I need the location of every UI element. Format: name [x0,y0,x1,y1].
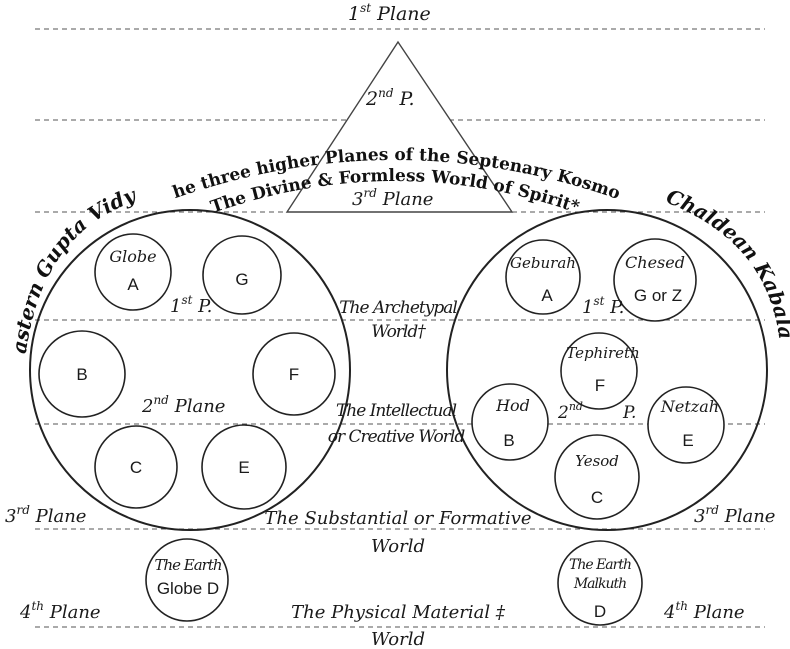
svg-text:A: A [541,286,553,305]
svg-text:E: E [238,458,249,477]
svg-text:B: B [503,431,514,450]
substantial-world-line1: The Substantial or Formative [264,508,531,529]
right-first-plane-label: 1st P. [582,294,624,318]
globe-e: E [201,424,287,510]
svg-text:Geburah: Geburah [510,254,576,272]
svg-text:The Earth: The Earth [569,557,631,573]
physical-world-line2: World [371,629,425,649]
svg-text:D: D [594,602,606,621]
third-plane-left-label: 3rd Plane [5,503,86,527]
sephirah-hod: Hod B [471,383,549,461]
sephirah-chesed: Chesed G or Z [613,238,697,322]
svg-text:F: F [595,376,605,395]
svg-text:G or Z: G or Z [634,286,682,305]
globe-f: F [252,332,336,416]
svg-text:G: G [235,270,248,289]
svg-text:Netzah: Netzah [660,397,719,416]
second-plane-triangle-label: 2nd P. [365,86,415,110]
sephirah-netzah: Netzah E [647,386,725,464]
physical-world-line1: The Physical Material ‡ [291,602,506,623]
intellectual-world-line2: or Creative World [328,427,466,447]
svg-text:C: C [130,458,142,477]
svg-text:Globe D: Globe D [157,579,219,598]
intellectual-world-line1: The Intellectual [336,401,457,421]
globe-a: Globe A [94,233,172,311]
svg-text:Malkuth: Malkuth [573,576,626,592]
third-plane-triangle-label: 3rd Plane [352,186,433,210]
left-first-plane-label: 1st P. [170,293,212,317]
earth-malkuth-d: The Earth Malkuth D [557,540,643,626]
svg-text:Yesod: Yesod [575,452,619,470]
fourth-plane-left-label: 4th Plane [19,599,101,623]
svg-text:E: E [682,431,693,450]
sephirah-geburah: Geburah A [505,239,581,315]
first-plane-label: 1st Plane [348,1,431,25]
third-plane-right-label: 3rd Plane [694,503,775,527]
svg-text:The Earth: The Earth [154,556,221,574]
svg-text:Hod: Hod [495,396,530,415]
globe-g: G [202,235,282,315]
archetypal-world-line1: The Archetypal [339,298,457,318]
sephirah-yesod: Yesod C [554,434,640,520]
globe-b: B [38,330,126,418]
svg-text:Chesed: Chesed [625,253,685,272]
svg-text:B: B [76,365,87,384]
svg-text:Tephireth: Tephireth [566,344,640,362]
divine-triangle [285,40,514,213]
svg-text:A: A [127,275,139,294]
sephirah-tephireth: Tephireth F [560,332,640,410]
archetypal-world-line2: World† [371,322,426,342]
left-second-plane-label: 2nd Plane [141,393,225,417]
substantial-world-line2: World [371,536,425,557]
fourth-plane-right-label: 4th Plane [663,599,745,623]
right-system-circle [446,209,768,531]
svg-text:C: C [591,488,603,507]
svg-text:Globe: Globe [109,247,156,266]
left-system-circle [29,209,351,531]
globe-c: C [94,425,178,509]
earth-globe-d: The Earth Globe D [145,538,229,622]
svg-text:F: F [289,365,299,384]
